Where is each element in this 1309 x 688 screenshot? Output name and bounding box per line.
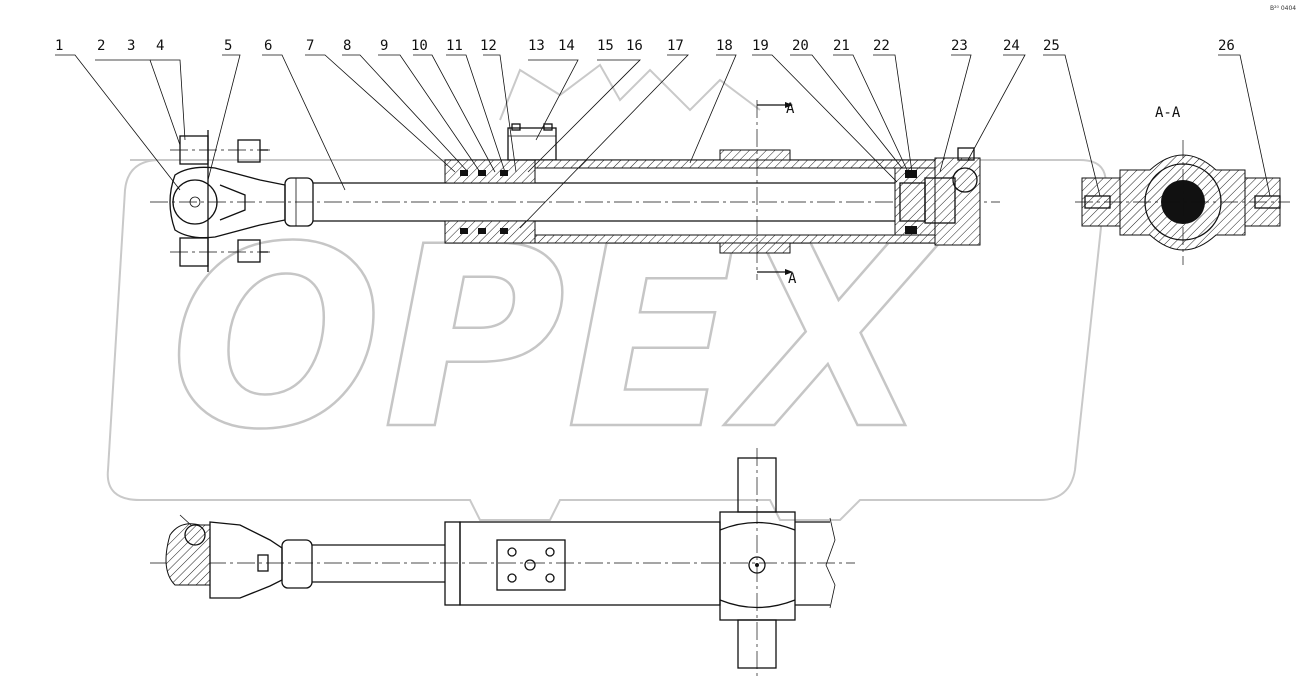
- watermark: OPEX: [106, 63, 1107, 521]
- callout-12: 12: [480, 38, 497, 54]
- callout-5: 5: [224, 38, 232, 54]
- section-title: A-A: [1155, 105, 1181, 121]
- callout-15: 15: [597, 38, 614, 54]
- callout-13: 13: [528, 38, 545, 54]
- corner-code: B²⁰ 0404: [1270, 5, 1296, 12]
- callout-numbers: 1 2 3 4 5 6 7 8 9 10 11 12 13 14 15 16 1…: [55, 38, 1235, 54]
- callout-leaders: [55, 54, 1271, 229]
- section-marker-bottom: A: [788, 271, 797, 287]
- rod-eye: [169, 130, 286, 272]
- callout-23: 23: [951, 38, 968, 54]
- callout-14: 14: [558, 38, 575, 54]
- callout-24: 24: [1003, 38, 1020, 54]
- callout-16: 16: [626, 38, 643, 54]
- gland: [444, 123, 557, 244]
- callout-3: 3: [127, 38, 135, 54]
- piston-rod: [284, 177, 900, 227]
- callout-10: 10: [411, 38, 428, 54]
- end-cap: [924, 147, 981, 246]
- callout-7: 7: [306, 38, 314, 54]
- callout-25: 25: [1043, 38, 1060, 54]
- callout-4: 4: [156, 38, 164, 54]
- callout-26: 26: [1218, 38, 1235, 54]
- section-a-a-view: A-A: [1075, 105, 1290, 265]
- section-marker-top: A: [786, 101, 795, 117]
- callout-9: 9: [380, 38, 388, 54]
- callout-19: 19: [752, 38, 769, 54]
- callout-18: 18: [716, 38, 733, 54]
- callout-22: 22: [873, 38, 890, 54]
- section-marks: A A: [757, 101, 797, 287]
- callout-2: 2: [97, 38, 105, 54]
- cylinder-section-view: A A: [150, 100, 1000, 287]
- callout-11: 11: [446, 38, 463, 54]
- cylinder-plan-view: [150, 448, 855, 680]
- callout-20: 20: [792, 38, 809, 54]
- cylinder-barrel: [534, 100, 936, 280]
- callout-6: 6: [264, 38, 272, 54]
- callout-21: 21: [833, 38, 850, 54]
- callout-1: 1: [55, 38, 63, 54]
- callout-17: 17: [667, 38, 684, 54]
- callout-8: 8: [343, 38, 351, 54]
